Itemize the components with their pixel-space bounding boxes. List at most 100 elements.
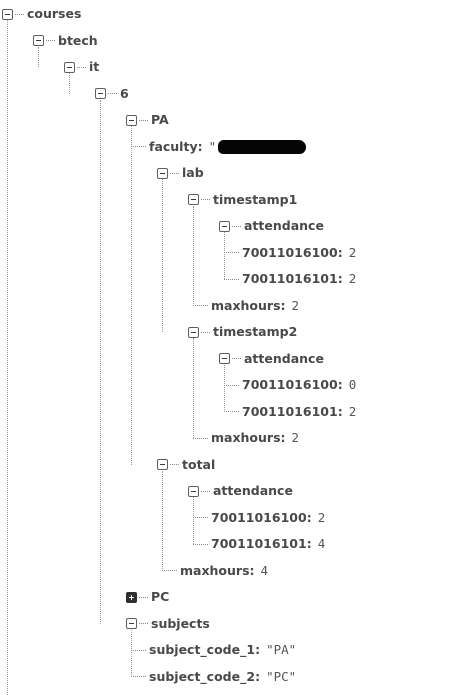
tree-connector xyxy=(224,278,239,280)
tree-node-it[interactable]: it xyxy=(64,57,99,77)
tree-node-total[interactable]: total xyxy=(157,455,215,475)
tree-guide-line xyxy=(224,364,225,412)
tree-connector xyxy=(224,411,239,412)
minus-box-icon[interactable] xyxy=(126,114,137,126)
node-key: attendance xyxy=(244,350,324,366)
tree-guide-line xyxy=(38,46,39,67)
key-value-separator: : xyxy=(255,668,261,684)
key-value-separator: : xyxy=(337,403,343,419)
tree-connector xyxy=(201,490,210,492)
key-value-separator: : xyxy=(337,377,343,392)
leaf-value: 4 xyxy=(260,562,269,578)
tree-node-timestamp1[interactable]: timestamp1 xyxy=(188,190,297,210)
node-key: timestamp1 xyxy=(213,191,298,207)
leaf-value: 2 xyxy=(348,244,357,260)
tree-guide-line xyxy=(131,126,132,465)
minus-box-icon[interactable] xyxy=(64,61,75,73)
minus-box-icon[interactable] xyxy=(33,35,44,46)
leaf-key: maxhours xyxy=(180,562,250,578)
node-key: total xyxy=(182,456,216,472)
leaf-key: 70011016100 xyxy=(211,509,307,525)
leaf-value: "PA" xyxy=(266,642,297,657)
tree-node-attendance[interactable]: attendance xyxy=(219,216,324,236)
minus-box-icon[interactable] xyxy=(219,220,230,232)
node-key: lab xyxy=(182,165,204,180)
tree-connector xyxy=(232,358,241,359)
tree-node-courses[interactable]: courses xyxy=(2,4,81,24)
tree-leaf-maxhours[interactable]: maxhours:2 xyxy=(193,428,299,448)
tree-node-btech[interactable]: btech xyxy=(33,31,98,51)
tree-leaf-70011016100[interactable]: 70011016100:0 xyxy=(224,375,356,395)
tree-leaf-maxhours[interactable]: maxhours:4 xyxy=(162,561,268,581)
key-value-separator: : xyxy=(337,244,343,260)
tree-guide-line xyxy=(100,99,101,624)
tree-guide-line xyxy=(69,73,70,94)
tree-leaf-70011016100[interactable]: 70011016100:2 xyxy=(224,243,356,263)
minus-box-icon[interactable] xyxy=(188,485,199,497)
tree-node-pc[interactable]: PC xyxy=(126,587,169,607)
minus-box-icon[interactable] xyxy=(2,8,13,20)
tree-connector xyxy=(201,331,210,333)
node-key: 6 xyxy=(120,85,129,101)
node-key: courses xyxy=(27,6,82,21)
tree-connector xyxy=(224,252,239,253)
tree-connector xyxy=(224,384,239,386)
leaf-key: 70011016100 xyxy=(242,377,338,392)
key-value-separator: : xyxy=(197,138,203,154)
tree-guide-line xyxy=(193,338,194,438)
minus-box-icon[interactable] xyxy=(188,194,199,205)
tree-node-attendance[interactable]: attendance xyxy=(219,349,324,369)
minus-box-icon[interactable] xyxy=(157,459,168,470)
tree-leaf-subject-code-2[interactable]: subject_code_2: "PC" xyxy=(131,667,296,687)
tree-node-timestamp2[interactable]: timestamp2 xyxy=(188,322,297,342)
tree-node-6[interactable]: 6 xyxy=(95,84,129,104)
tree-leaf-70011016100[interactable]: 70011016100:2 xyxy=(193,508,325,528)
tree-connector xyxy=(139,119,148,121)
leaf-key: subject_code_2 xyxy=(149,668,256,684)
tree-leaf-70011016101[interactable]: 70011016101:2 xyxy=(224,269,356,289)
node-key: attendance xyxy=(244,218,324,233)
minus-box-icon[interactable] xyxy=(219,353,230,364)
leaf-key: faculty xyxy=(149,138,198,154)
tree-connector xyxy=(193,517,208,518)
tree-connector xyxy=(139,623,148,624)
plus-box-icon[interactable] xyxy=(126,591,137,603)
key-value-separator: : xyxy=(280,430,286,445)
tree-guide-line xyxy=(224,232,225,279)
tree-leaf-70011016101[interactable]: 70011016101:2 xyxy=(224,402,356,422)
node-key: PC xyxy=(151,589,170,604)
tree-connector xyxy=(170,464,179,465)
tree-connector xyxy=(170,172,179,174)
tree-connector xyxy=(108,93,117,94)
leaf-value: 2 xyxy=(317,509,326,525)
tree-node-pa[interactable]: PA xyxy=(126,110,169,130)
leaf-key: maxhours xyxy=(211,297,281,313)
tree-guide-line xyxy=(7,20,8,695)
tree-connector xyxy=(201,199,210,200)
tree-leaf-70011016101[interactable]: 70011016101:4 xyxy=(193,534,325,554)
tree-leaf-maxhours[interactable]: maxhours:2 xyxy=(193,296,299,316)
leaf-key: 70011016101 xyxy=(211,536,307,551)
tree-connector xyxy=(131,649,146,651)
leaf-key: 70011016101 xyxy=(242,271,338,286)
tree-leaf-faculty[interactable]: faculty:" xyxy=(131,137,307,157)
minus-box-icon[interactable] xyxy=(95,88,106,99)
node-key: it xyxy=(89,59,100,74)
leaf-key: maxhours xyxy=(211,430,281,445)
key-value-separator: : xyxy=(306,536,312,551)
tree-node-subjects[interactable]: subjects xyxy=(126,614,210,634)
minus-box-icon[interactable] xyxy=(157,167,168,179)
key-value-separator: : xyxy=(337,271,343,286)
tree-node-attendance[interactable]: attendance xyxy=(188,481,293,501)
leaf-value: "PC" xyxy=(266,668,297,684)
leaf-value: 2 xyxy=(348,403,357,419)
minus-box-icon[interactable] xyxy=(126,618,137,629)
leaf-value: 4 xyxy=(317,536,326,551)
redaction-mark xyxy=(218,139,307,154)
minus-box-icon[interactable] xyxy=(188,326,199,338)
tree-leaf-subject-code-1[interactable]: subject_code_1:"PA" xyxy=(131,640,296,660)
leaf-value: 0 xyxy=(348,377,357,392)
tree-node-lab[interactable]: lab xyxy=(157,163,204,183)
node-key: attendance xyxy=(213,483,293,498)
